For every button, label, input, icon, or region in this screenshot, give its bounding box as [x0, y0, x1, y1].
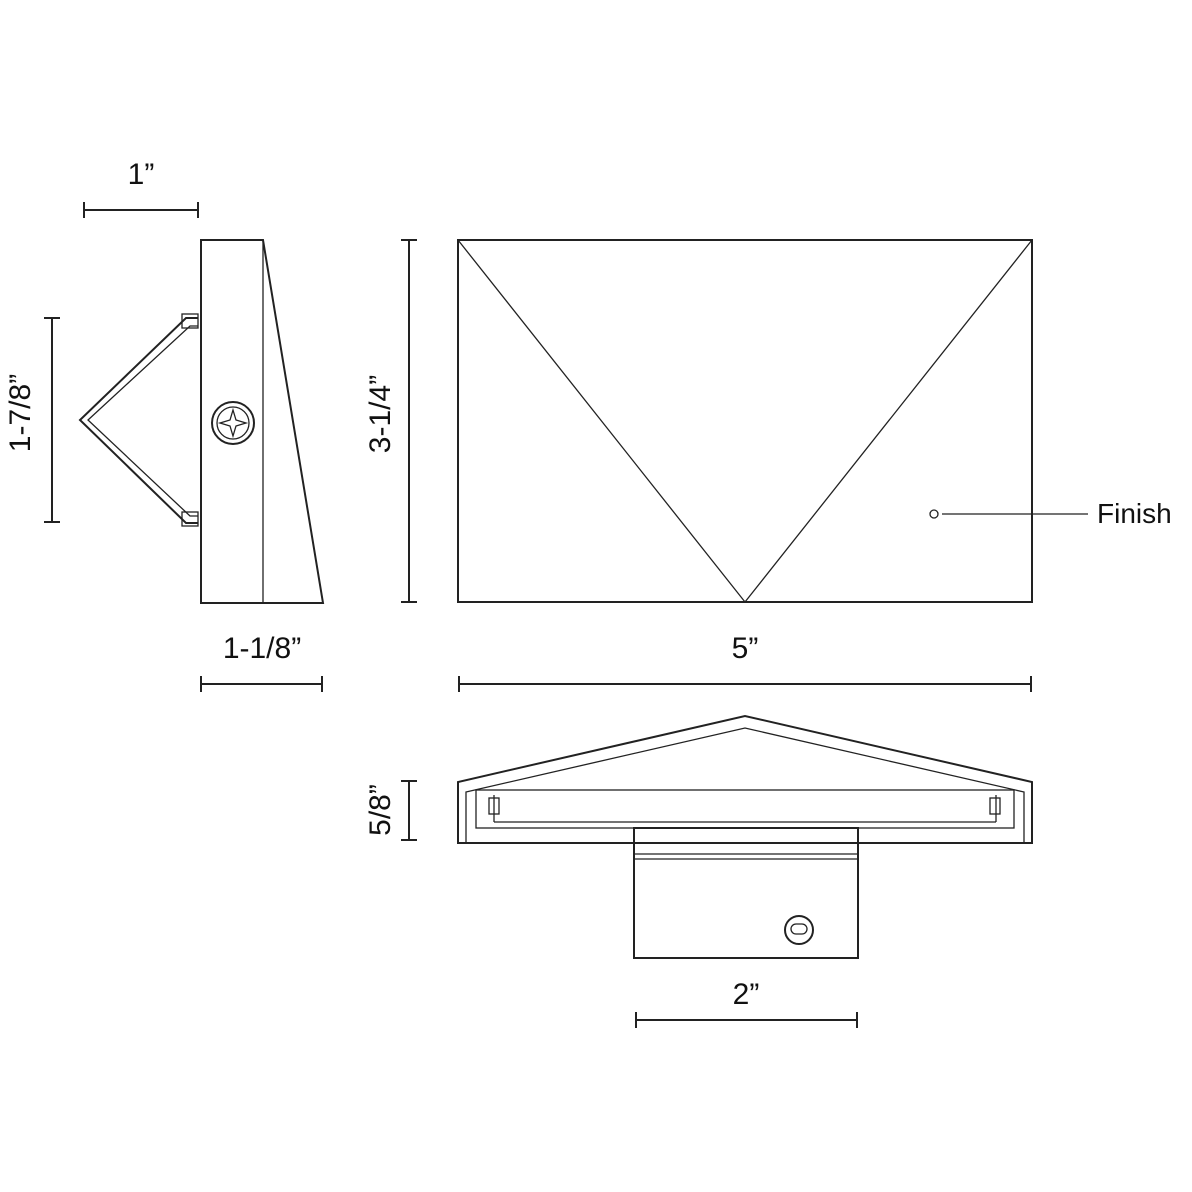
bottom-shade-outline — [457, 714, 1033, 844]
dimension-bracket-height: 1-7/8” — [4, 317, 60, 523]
screw-icon — [211, 401, 255, 445]
bottom-shade-inner-edge — [465, 727, 1025, 843]
dimension-label-side-depth-top: 1” — [128, 158, 155, 191]
side-profile-body — [200, 239, 325, 604]
plate-hole-icon — [784, 915, 814, 945]
dimension-front-height: 3-1/4” — [364, 239, 417, 603]
bottom-clip-left — [488, 797, 500, 815]
dimension-front-width: 5” — [458, 632, 1032, 692]
dimension-label-bracket-width: 2” — [733, 978, 760, 1011]
dimension-label-side-depth-bottom: 1-1/8” — [223, 632, 301, 665]
dimension-side-depth-bottom: 1-1/8” — [200, 632, 323, 692]
front-view: 3-1/4” Finish 5” — [364, 239, 1172, 692]
finish-callout: Finish — [929, 498, 1172, 529]
bottom-clip-right — [989, 797, 1001, 815]
finish-label: Finish — [1097, 498, 1172, 529]
dimension-bracket-width: 2” — [635, 978, 858, 1028]
dimension-bottom-depth: 5/8” — [364, 780, 417, 841]
side-view: 1” 1-7/8” 1-1/8” — [4, 158, 325, 692]
dimension-label-front-height: 3-1/4” — [364, 375, 397, 453]
mounting-bracket-wire — [78, 313, 199, 527]
dimension-label-bottom-depth: 5/8” — [364, 784, 397, 836]
dimension-label-bracket-height: 1-7/8” — [4, 374, 37, 452]
bottom-view: 5/8” 2” — [364, 714, 1033, 1028]
front-face-outline — [457, 239, 1033, 603]
front-face-facet-lines — [457, 239, 1033, 604]
dimension-side-depth-top: 1” — [83, 158, 199, 218]
dimension-label-front-width: 5” — [732, 632, 759, 665]
mounting-plate — [633, 827, 859, 959]
